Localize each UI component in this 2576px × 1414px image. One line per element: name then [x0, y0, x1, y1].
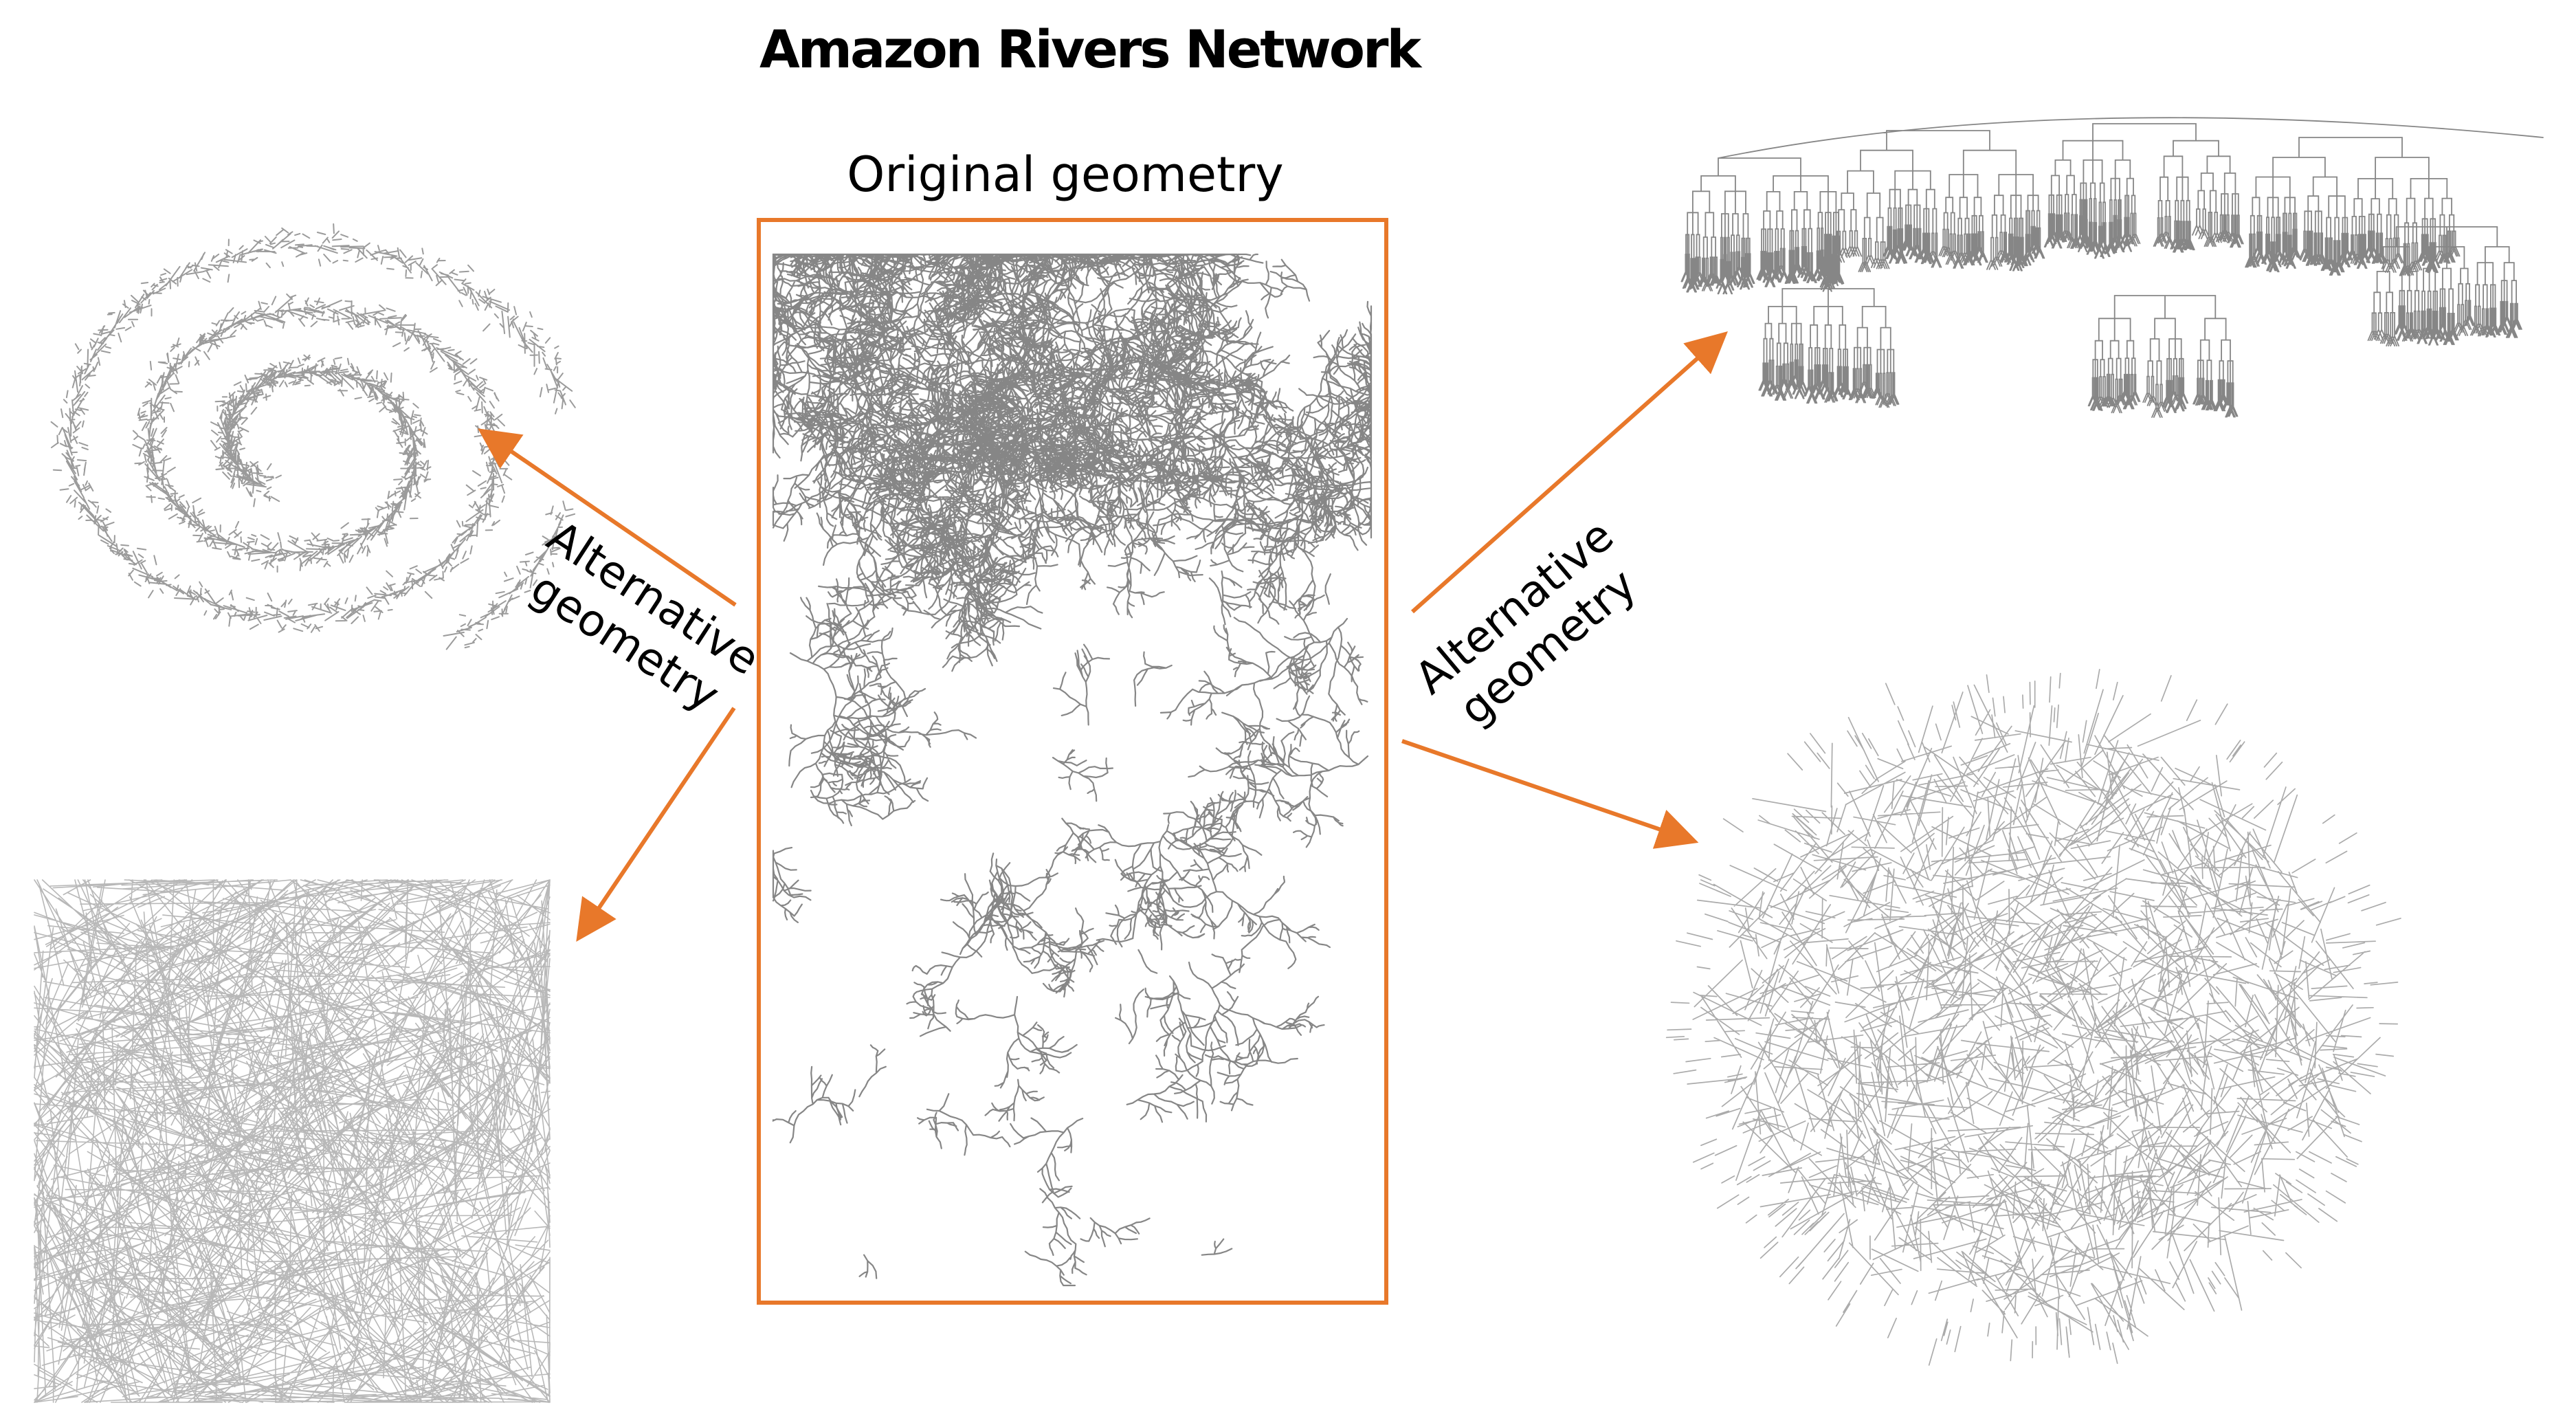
- random-edges: [34, 879, 551, 1403]
- random-square-network: [34, 879, 551, 1403]
- original-geometry-frame: [757, 218, 1388, 1305]
- spiral-tree-network: [50, 223, 576, 650]
- original-river-network: [772, 253, 1373, 1287]
- arrow-to-square: [576, 707, 736, 942]
- left-alternative-label: Alternative geometry: [522, 511, 768, 722]
- figure-title: Amazon Rivers Network: [759, 19, 1423, 80]
- radial-edges: [1665, 669, 2401, 1366]
- right-alternative-label: Alternative geometry: [1406, 510, 1646, 735]
- original-geometry-label: Original geometry: [847, 146, 1283, 203]
- river-branches: [772, 253, 1373, 1287]
- arrow-to-dendrogram: [1411, 331, 1728, 614]
- dendrogram-network: [1680, 117, 2544, 418]
- arrow-to-spiral: [478, 428, 737, 607]
- arrow-to-radial: [1401, 739, 1699, 849]
- radial-cloud-network: [1665, 669, 2401, 1366]
- dendrogram-edges: [1680, 117, 2544, 418]
- spiral-branches: [50, 223, 576, 650]
